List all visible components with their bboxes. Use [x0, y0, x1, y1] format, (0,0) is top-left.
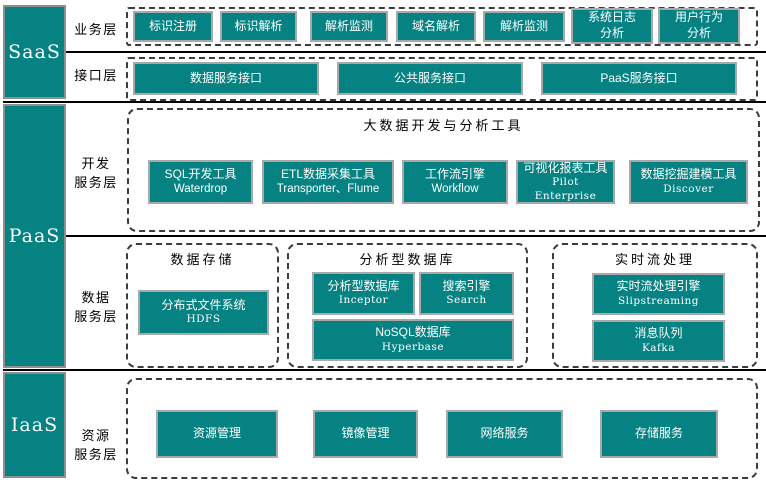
separator-line-paas-iaas [3, 369, 766, 371]
box-data-service-api-label: 数据服务接口 [189, 70, 262, 85]
box-resolution-monitor-1-label: 解析监测 [324, 18, 373, 33]
box-inceptor-subtitle: Inceptor [338, 294, 389, 307]
iaas-tier-label: IaaS [10, 414, 59, 436]
box-paas-service-api-label: PaaS服务接口 [600, 70, 678, 85]
box-search-engine-subtitle: Search [446, 294, 487, 307]
box-hyperbase-title: NoSQL数据库 [375, 325, 451, 340]
box-search-engine: 搜索引擎 Search [419, 272, 514, 315]
box-visual-report-tool: 可视化报表工具 Pilot Enterprise [516, 160, 615, 204]
box-slipstreaming: 实时流处理引擎 Slipstreaming [592, 273, 725, 315]
box-workflow-engine-title: 工作流引擎 [424, 166, 485, 181]
saas-tier-block: SaaS [3, 5, 66, 99]
box-data-mining-tool-subtitle: Discover [663, 182, 714, 195]
row-label-business-layer: 业务层 [74, 21, 118, 37]
box-data-mining-tool: 数据挖掘建模工具 Discover [629, 160, 748, 204]
data-storage-group-title: 数据存储 [170, 252, 235, 267]
business-layer-container [126, 7, 758, 46]
row-label-interface-layer: 接口层 [74, 67, 118, 83]
data-storage-group [126, 243, 279, 368]
iaas-tier-block: IaaS [3, 372, 66, 478]
row-label-data-service-layer: 数据 服务层 [74, 290, 118, 324]
box-resolution-monitor-2-label: 解析监测 [499, 18, 548, 33]
box-workflow-engine-subtitle: Workflow [431, 183, 479, 196]
box-hyperbase-subtitle: Hyperbase [381, 340, 445, 353]
box-user-behavior-analysis-label: 用户行为 分析 [674, 10, 723, 40]
box-image-management-label: 镜像管理 [341, 426, 390, 441]
box-public-service-api-label: 公共服务接口 [393, 70, 466, 85]
box-id-registration-label: 标识注册 [148, 18, 197, 33]
box-sql-dev-tool: SQL开发工具 Waterdrop [148, 160, 253, 204]
box-public-service-api: 公共服务接口 [337, 62, 523, 95]
box-sql-dev-tool-title: SQL开发工具 [164, 166, 237, 181]
dev-layer-title: 大数据开发与分析工具 [363, 118, 524, 133]
box-inceptor: 分析型数据库 Inceptor [312, 272, 415, 315]
paas-tier-block: PaaS [3, 104, 66, 368]
separator-line-business-interface [66, 51, 766, 53]
box-etl-collect-tool-subtitle: Transporter、Flume [276, 183, 380, 196]
box-etl-collect-tool: ETL数据采集工具 Transporter、Flume [262, 160, 394, 204]
box-domain-resolution: 域名解析 [396, 11, 476, 42]
box-hdfs-subtitle: HDFS [186, 313, 221, 326]
box-slipstreaming-subtitle: Slipstreaming [617, 294, 700, 307]
box-system-log-analysis: 系统日志 分析 [571, 8, 653, 44]
box-resolution-monitor-2: 解析监测 [483, 11, 565, 42]
separator-line-saas-paas [3, 101, 766, 103]
separator-line-dev-data [66, 235, 766, 237]
box-id-resolution: 标识解析 [220, 11, 297, 42]
saas-tier-label: SaaS [8, 41, 61, 63]
dev-layer-container [127, 108, 760, 232]
interface-layer-container [126, 57, 758, 101]
box-data-mining-tool-title: 数据挖掘建模工具 [640, 167, 737, 182]
analytical-db-group [287, 243, 528, 368]
box-storage-service: 存储服务 [600, 410, 718, 458]
box-hdfs-title: 分布式文件系统 [161, 297, 246, 312]
box-network-service-label: 网络服务 [480, 426, 529, 441]
row-label-dev-service-layer: 开发 服务层 [74, 156, 118, 190]
box-etl-collect-tool-title: ETL数据采集工具 [280, 166, 375, 181]
row-label-resource-service-layer: 资源 服务层 [74, 428, 118, 462]
box-id-resolution-label: 标识解析 [234, 18, 283, 33]
box-user-behavior-analysis: 用户行为 分析 [658, 8, 740, 44]
box-visual-report-tool-title: 可视化报表工具 [523, 160, 608, 175]
box-kafka: 消息队列 Kafka [592, 320, 725, 362]
box-hyperbase: NoSQL数据库 Hyperbase [312, 319, 514, 361]
box-inceptor-title: 分析型数据库 [327, 278, 400, 293]
box-storage-service-label: 存储服务 [634, 426, 683, 441]
box-kafka-title: 消息队列 [634, 326, 683, 341]
box-resource-management: 资源管理 [156, 410, 278, 458]
box-image-management: 镜像管理 [313, 410, 418, 458]
box-workflow-engine: 工作流引擎 Workflow [402, 160, 508, 204]
stream-processing-group [552, 243, 758, 368]
box-domain-resolution-label: 域名解析 [411, 18, 460, 33]
box-paas-service-api: PaaS服务接口 [541, 62, 737, 95]
box-slipstreaming-title: 实时流处理引擎 [616, 279, 701, 294]
box-id-registration: 标识注册 [133, 11, 213, 42]
analytical-db-group-title: 分析型数据库 [359, 252, 456, 267]
paas-tier-label: PaaS [8, 225, 61, 247]
box-visual-report-tool-subtitle: Pilot Enterprise [534, 176, 597, 202]
stream-processing-group-title: 实时流处理 [614, 252, 695, 267]
box-hdfs: 分布式文件系统 HDFS [138, 290, 269, 335]
box-resource-management-label: 资源管理 [192, 426, 241, 441]
box-network-service: 网络服务 [446, 410, 563, 458]
box-search-engine-title: 搜索引擎 [442, 278, 491, 293]
box-kafka-subtitle: Kafka [641, 341, 676, 354]
box-data-service-api: 数据服务接口 [133, 62, 319, 95]
box-system-log-analysis-label: 系统日志 分析 [587, 10, 636, 40]
box-sql-dev-tool-subtitle: Waterdrop [173, 183, 228, 196]
resource-layer-container [126, 378, 758, 479]
box-resolution-monitor-1: 解析监测 [310, 11, 388, 42]
